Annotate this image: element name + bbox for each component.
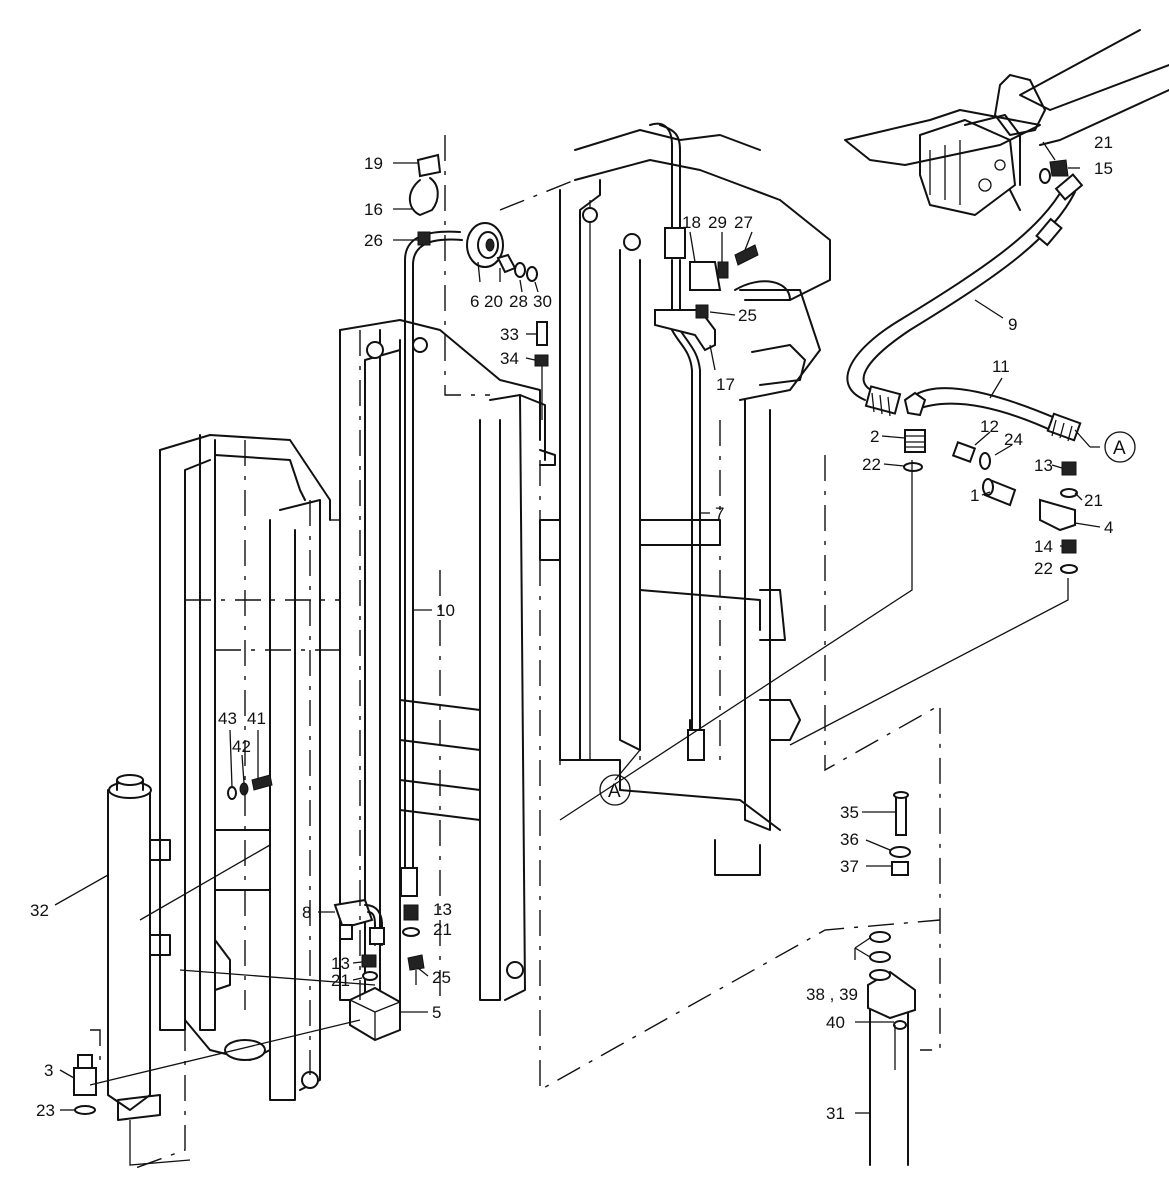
fitting-1 — [982, 478, 1017, 507]
callout-21-right: 21 — [1084, 491, 1103, 510]
fittings-13-21-left — [361, 904, 425, 985]
fitting-13-14 — [1060, 461, 1078, 574]
callout-22-upper: 22 — [862, 455, 881, 474]
callout-5: 5 — [432, 1003, 441, 1022]
callout-7: 7 — [715, 504, 724, 523]
callout-6: 6 — [470, 292, 479, 311]
callout-29: 29 — [708, 213, 727, 232]
callout-3: 3 — [44, 1061, 53, 1080]
hose-9 — [846, 173, 1084, 417]
callout-16: 16 — [364, 200, 383, 219]
callout-42: 42 — [232, 737, 251, 756]
control-valve-assembly — [844, 29, 1169, 216]
section-marker-a-mid: A — [599, 774, 631, 806]
callout-10: 10 — [436, 601, 455, 620]
hose-10 — [400, 230, 463, 897]
callout-9: 9 — [1008, 315, 1017, 334]
connection-lines — [89, 460, 1069, 1086]
callout-41: 41 — [247, 709, 266, 728]
callout-35: 35 — [840, 803, 859, 822]
callout-38-39: 38 , 39 — [806, 985, 858, 1004]
callout-28: 28 — [509, 292, 528, 311]
lift-cylinder-31 — [867, 931, 916, 1166]
callout-20: 20 — [484, 292, 503, 311]
callout-18: 18 — [682, 213, 701, 232]
callout-4: 4 — [1104, 518, 1113, 537]
chain-lines — [90, 135, 941, 1171]
callout-1: 1 — [970, 486, 979, 505]
callout-13-right: 13 — [1034, 456, 1053, 475]
bolt-33-nut-34 — [534, 321, 549, 420]
callout-30: 30 — [533, 292, 552, 311]
callout-13-left-upper: 13 — [433, 900, 452, 919]
leader-lines — [54, 141, 1101, 1114]
callout-24: 24 — [1004, 430, 1023, 449]
callout-37: 37 — [840, 857, 859, 876]
callout-40: 40 — [826, 1013, 845, 1032]
callout-21-left-upper: 21 — [433, 920, 452, 939]
callout-8: 8 — [302, 903, 311, 922]
callout-19: 19 — [364, 154, 383, 173]
fitting-15 — [1039, 159, 1069, 184]
callout-2: 2 — [870, 427, 879, 446]
callout-27: 27 — [734, 213, 753, 232]
callout-17: 17 — [716, 375, 735, 394]
callout-15: 15 — [1094, 159, 1113, 178]
fitting-4 — [1039, 498, 1076, 532]
fittings-41-43 — [227, 774, 273, 800]
callouts: 19 16 26 6 20 28 30 33 34 18 29 27 25 17… — [30, 133, 1113, 1123]
callout-25-bottom: 25 — [432, 968, 451, 987]
bracket-18 — [689, 244, 759, 319]
callout-23: 23 — [36, 1101, 55, 1120]
callout-31: 31 — [826, 1104, 845, 1123]
bolt-35-37 — [889, 791, 911, 876]
cylinder-32 — [107, 774, 191, 1166]
hose-11 — [903, 387, 1082, 442]
elbow-8 — [333, 898, 385, 946]
switch-3 — [73, 1054, 97, 1115]
pulley-6 — [466, 222, 538, 282]
callout-14: 14 — [1034, 537, 1053, 556]
callout-12: 12 — [980, 417, 999, 436]
callout-26: 26 — [364, 231, 383, 250]
callout-25-top: 25 — [738, 306, 757, 325]
fitting-12-24 — [951, 441, 991, 470]
callout-22-lower: 22 — [1034, 559, 1053, 578]
section-marker-a-right: A — [1104, 431, 1136, 463]
fitting-2 — [903, 429, 926, 472]
callout-33: 33 — [500, 325, 519, 344]
svg-text:A: A — [608, 781, 621, 802]
block-5 — [349, 986, 401, 1042]
bracket-16-19 — [408, 153, 442, 246]
callout-36: 36 — [840, 830, 859, 849]
callout-34: 34 — [500, 349, 519, 368]
callout-11: 11 — [992, 357, 1010, 376]
callout-21-left-lower: 21 — [331, 971, 350, 990]
callout-13-left-lower: 13 — [331, 954, 350, 973]
callout-21-top: 21 — [1094, 133, 1113, 152]
callout-43: 43 — [218, 709, 237, 728]
callout-32: 32 — [30, 901, 49, 920]
svg-text:A: A — [1113, 438, 1126, 459]
